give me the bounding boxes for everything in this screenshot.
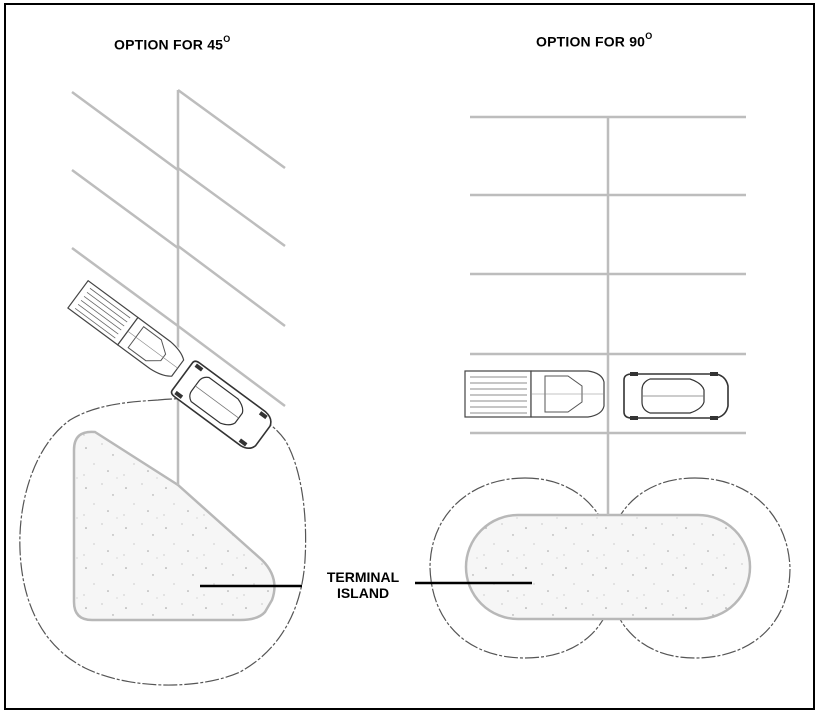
- stall-line-45: [177, 88, 286, 170]
- degree-mark-90: O: [645, 31, 653, 41]
- title-option-90: OPTION FOR 90O: [536, 31, 653, 50]
- terminal-island-90: [464, 513, 752, 621]
- terminal-island-label-line1: TERMINAL: [326, 569, 400, 585]
- stall-line-45: [71, 90, 179, 172]
- terminal-island-label: TERMINAL ISLAND: [309, 569, 417, 601]
- title-option-45-text: OPTION FOR 45: [114, 36, 224, 53]
- degree-mark-45: O: [223, 34, 231, 44]
- terminal-island-label-line2: ISLAND: [336, 585, 390, 601]
- stall-line-45: [177, 166, 286, 248]
- stall-line-45: [71, 246, 179, 328]
- sedan-car-icon: [623, 372, 729, 420]
- title-option-90-text: OPTION FOR 90: [536, 33, 646, 50]
- option-90-layout: [415, 115, 791, 659]
- title-option-45: OPTION FOR 45O: [114, 34, 231, 53]
- stall-line-45: [177, 244, 286, 328]
- pickup-truck-icon: [464, 370, 605, 418]
- landscape-ring-45: [19, 398, 307, 686]
- diagram-frame: [4, 3, 815, 710]
- sedan-car-icon: [170, 360, 272, 450]
- option-45-layout: [19, 88, 307, 686]
- terminal-island-45: [72, 430, 276, 622]
- stall-line-45: [71, 168, 179, 250]
- stall-line-45: [177, 324, 286, 408]
